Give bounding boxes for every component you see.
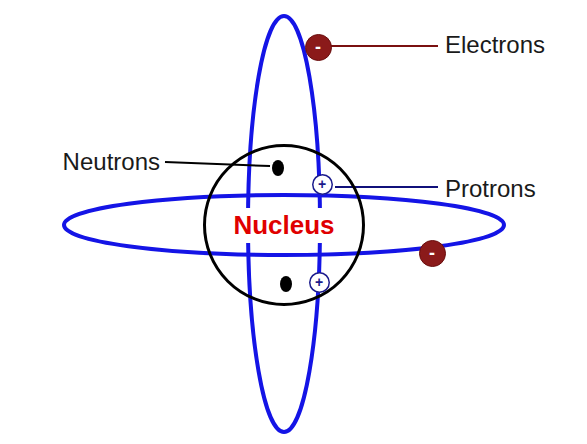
proton-particle: + bbox=[309, 272, 330, 293]
part-label: Neutrons bbox=[63, 148, 160, 176]
charge-sign: + bbox=[315, 274, 323, 290]
neutron-dot bbox=[272, 160, 284, 176]
part-label: Protrons bbox=[445, 175, 536, 203]
charge-sign: + bbox=[318, 176, 326, 192]
electron-particle bbox=[419, 240, 445, 266]
leader-line bbox=[165, 162, 270, 166]
leader-line bbox=[331, 45, 438, 47]
charge-sign: - bbox=[315, 37, 321, 58]
part-label: Electrons bbox=[445, 31, 545, 59]
charge-sign: - bbox=[429, 243, 435, 264]
leader-line bbox=[335, 186, 438, 188]
proton-particle: + bbox=[312, 174, 333, 195]
proton-particle bbox=[312, 174, 332, 194]
nucleus-circle: Nucleus + + bbox=[203, 144, 365, 306]
proton-particle bbox=[309, 272, 329, 292]
neutron-dot bbox=[280, 276, 292, 292]
electron-particle: - bbox=[305, 34, 332, 61]
nucleus-circle bbox=[205, 146, 364, 305]
electron-particle bbox=[305, 34, 331, 60]
nucleus-label: Nucleus bbox=[230, 208, 337, 243]
electron-particle: - bbox=[419, 240, 446, 267]
